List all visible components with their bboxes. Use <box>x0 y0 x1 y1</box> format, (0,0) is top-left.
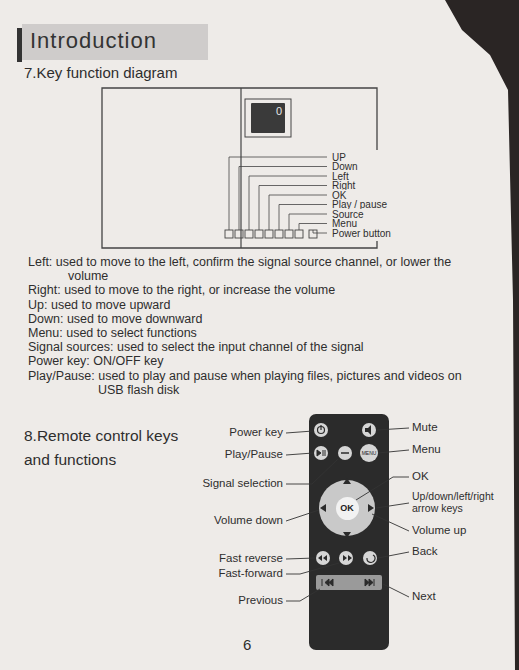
function-note: Signal sources: used to select the input… <box>28 340 468 354</box>
key-label: Fast reverse <box>150 552 283 565</box>
section-title: Introduction <box>30 28 157 53</box>
function-note: Right: used to move to the right, or inc… <box>28 283 468 297</box>
leader-line <box>239 167 327 231</box>
key-label: Up/down/left/right arrow keys <box>412 490 510 514</box>
leader-line <box>279 205 327 231</box>
function-note: Left: used to move to the left, confirm … <box>28 255 468 283</box>
section-heading: 7.Key function diagram <box>24 64 274 81</box>
device-key <box>265 230 273 238</box>
node-text: 0 <box>276 105 282 117</box>
key-label: Next <box>412 590 510 603</box>
device-key <box>275 230 283 238</box>
key-label: Previous <box>150 594 283 607</box>
function-note: Play/Pause: used to play and pause when … <box>28 369 468 397</box>
device-key <box>235 230 243 238</box>
key-label: Mute <box>412 421 510 434</box>
display-frame <box>245 99 291 137</box>
leader-line <box>249 176 327 230</box>
device-key <box>225 230 233 238</box>
key-label: Fast-forward <box>150 567 283 580</box>
node-text: OK <box>340 503 354 513</box>
key-label: Volume down <box>150 514 283 527</box>
leader-line <box>259 186 327 231</box>
device-key <box>285 230 293 238</box>
device-keys <box>225 157 327 238</box>
key-label: Volume up <box>412 524 510 537</box>
ok-button: OK <box>336 497 359 520</box>
device-divider <box>240 88 241 248</box>
leader-line <box>289 214 327 230</box>
section-heading: 8.Remote control keys and functions <box>24 424 189 472</box>
device-key <box>255 230 263 238</box>
key-label: Menu <box>412 443 510 456</box>
background-fabric <box>445 0 519 670</box>
function-note: Power key: ON/OFF key <box>28 354 468 368</box>
key-label: Power key <box>150 426 283 439</box>
key-label: OK <box>412 470 510 483</box>
remote-body <box>309 414 389 650</box>
remote-buttons <box>314 423 382 590</box>
device-key <box>245 230 253 238</box>
function-note: Menu: used to select functions <box>28 326 468 340</box>
device-key <box>295 230 303 238</box>
function-note: Up: used to move upward <box>28 298 468 312</box>
leader-line <box>299 224 327 231</box>
page-number: 6 <box>243 636 273 653</box>
header-band <box>22 24 208 60</box>
leader-line <box>313 230 327 233</box>
header-bar <box>17 28 22 62</box>
key-label: Play/Pause <box>150 448 283 461</box>
key-label: Power button <box>330 228 393 239</box>
node-text: MENU <box>362 450 377 456</box>
leader-lines <box>286 428 409 601</box>
display-screen: 0 <box>251 103 285 133</box>
leader-line <box>229 157 327 230</box>
leader-line <box>269 195 327 230</box>
key-label: Back <box>412 545 510 558</box>
function-note: Down: used to move downward <box>28 312 468 326</box>
function-list: Left: used to move to the left, confirm … <box>28 255 468 397</box>
key-label: Signal selection <box>150 477 283 490</box>
device-outline <box>102 88 377 248</box>
